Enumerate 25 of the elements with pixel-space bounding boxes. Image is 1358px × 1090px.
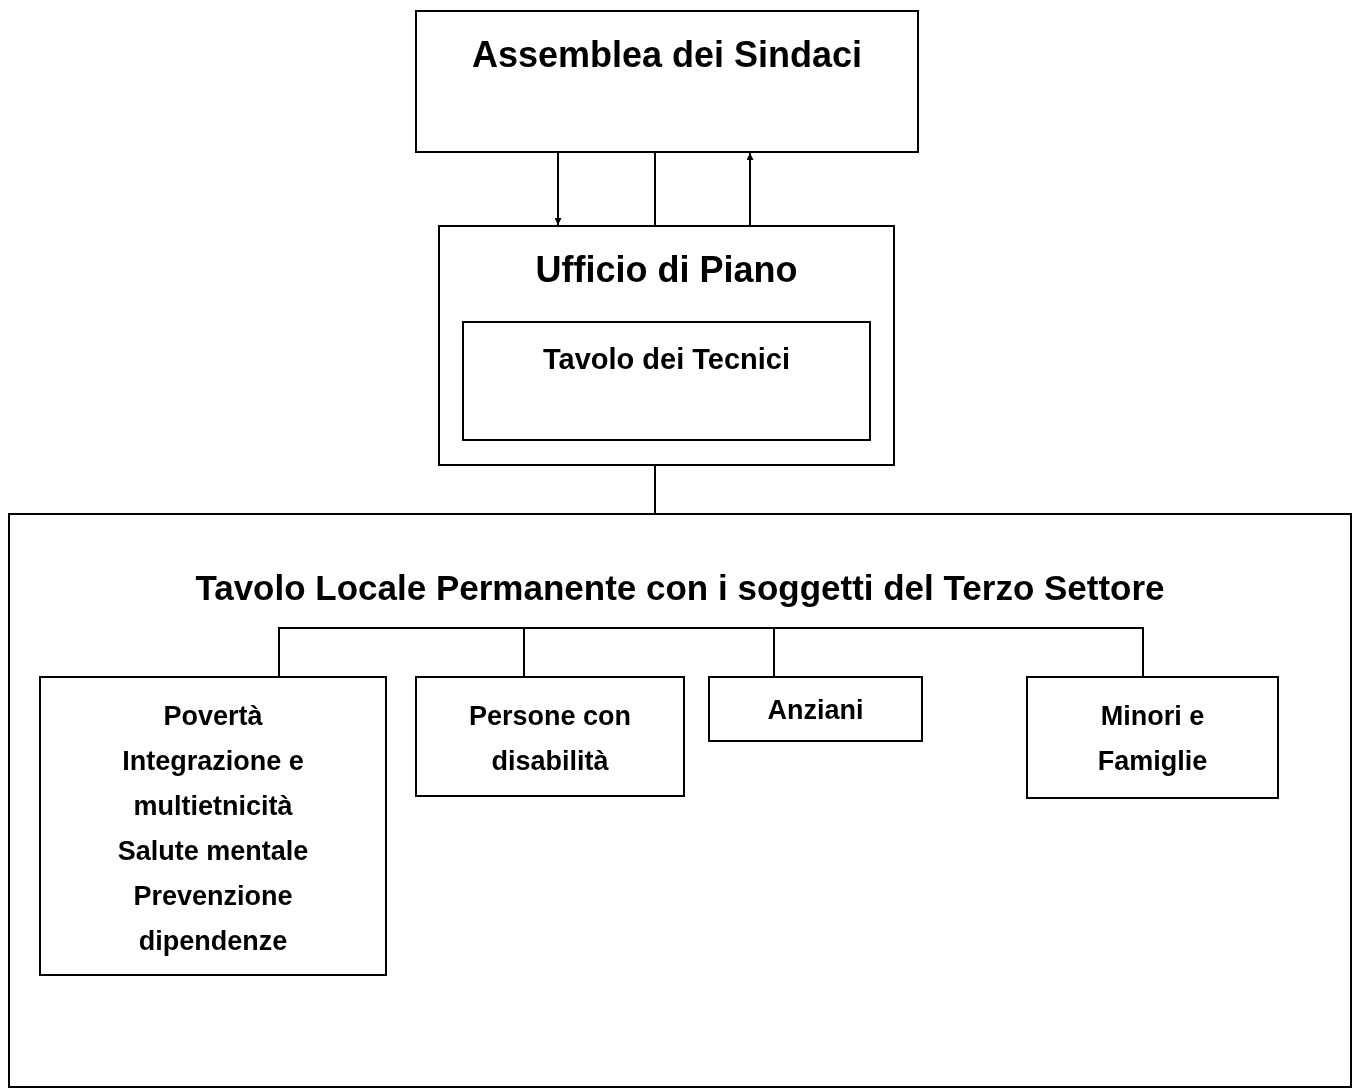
box-title: Povertà (162, 700, 264, 733)
box-title: Persone con disabilità (467, 700, 633, 779)
box-label: Integrazione e multietnicità (121, 745, 305, 824)
org-box (1026, 676, 1279, 799)
box-title: Tavolo dei Tecnici (541, 342, 792, 377)
connector-line (523, 627, 712, 677)
org-box (415, 10, 919, 153)
box-title: Ufficio di Piano (534, 248, 799, 292)
org-box (462, 321, 871, 441)
connector-line (710, 627, 1144, 677)
box-title: Assemblea dei Sindaci (470, 33, 864, 77)
org-box (438, 225, 895, 466)
connector-line (654, 465, 656, 514)
connector-line (654, 152, 656, 226)
box-title: Tavolo Locale Permanente con i soggetti del Terzo Settore (194, 567, 1166, 609)
org-box (8, 513, 1352, 1088)
box-title: Minori e Famiglie (1096, 700, 1209, 779)
arrow (554, 152, 562, 226)
org-box (708, 676, 923, 742)
box-label: Prevenzione dipendenze (132, 880, 294, 959)
org-box (39, 676, 387, 976)
box-label: Salute mentale (116, 835, 310, 869)
arrow (746, 152, 754, 226)
org-box (415, 676, 685, 797)
box-title: Anziani (766, 694, 865, 727)
